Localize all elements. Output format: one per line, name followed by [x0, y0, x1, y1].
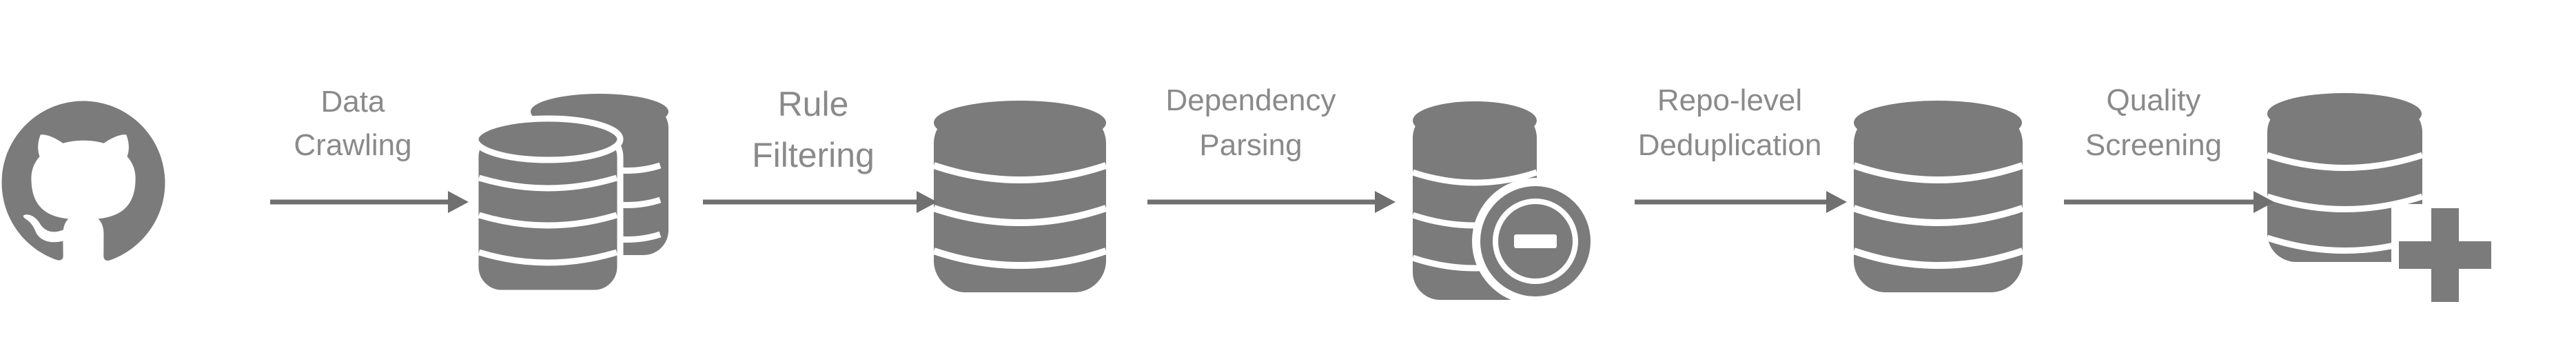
- step-1-label-line2: Crawling: [294, 128, 411, 162]
- step-5-label-line1: Quality: [2107, 83, 2201, 117]
- step-4-label-line2: Deduplication: [1638, 128, 1822, 162]
- step-5-label-line2: Screening: [2085, 128, 2222, 162]
- step-3-label-line2: Parsing: [1199, 128, 1302, 162]
- step-2-label-line1: Rule: [778, 85, 849, 123]
- arrow-5-head: [2253, 191, 2274, 213]
- github-icon: [1, 101, 165, 261]
- arrow-4-head: [1826, 191, 1847, 213]
- step-4-label-line1: Repo-level: [1657, 83, 1802, 117]
- arrow-1-head: [448, 191, 469, 213]
- step-2-label-line2: Filtering: [752, 136, 875, 174]
- step-3-label-line1: Dependency: [1165, 83, 1336, 117]
- arrow-2-head: [917, 191, 937, 213]
- step-1-label-line1: Data: [321, 85, 385, 119]
- database-minus-icon: [1411, 101, 1599, 305]
- database-icon: [1852, 101, 2024, 292]
- database-icon: [932, 101, 1107, 292]
- arrow-3-head: [1375, 191, 1396, 213]
- database-plus-icon: [2266, 93, 2502, 307]
- database-stack-icon: [472, 94, 668, 296]
